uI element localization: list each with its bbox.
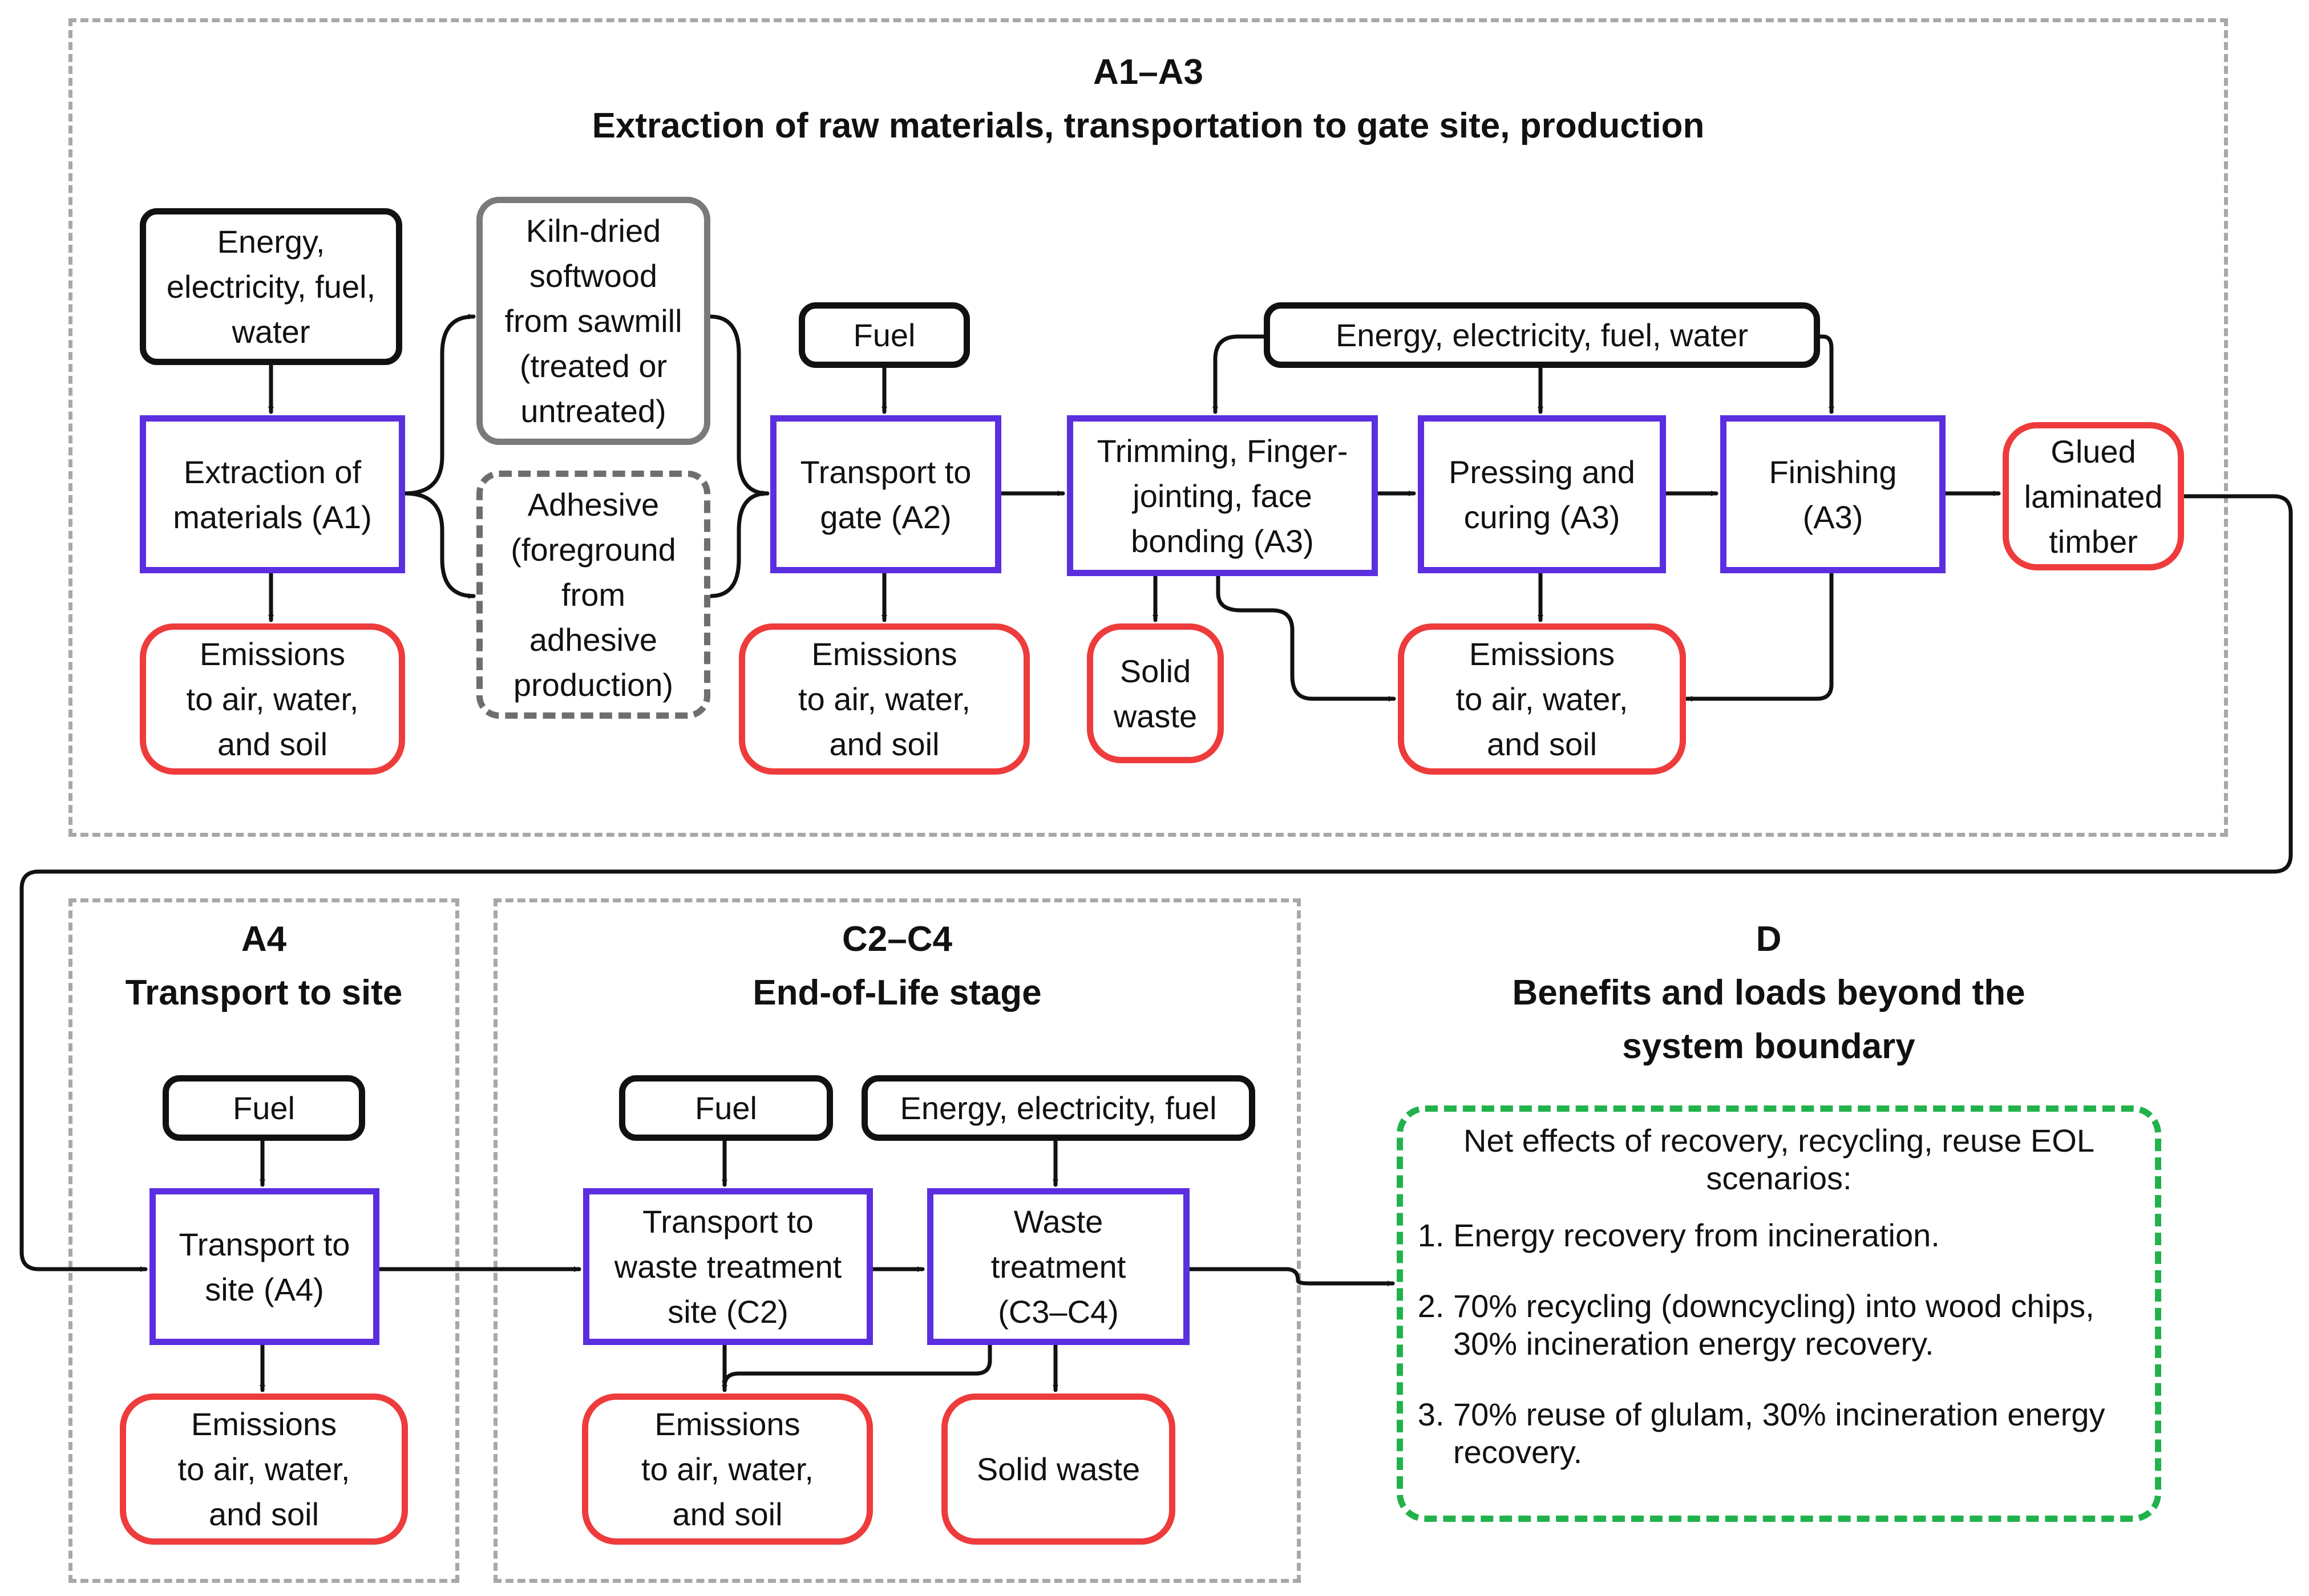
node-solid-waste-a3: Solid waste <box>1087 623 1224 763</box>
arrow-adhesive-to-transport-gate <box>708 491 770 598</box>
node-fuel-a4: Fuel <box>163 1075 365 1141</box>
node-extraction-a1: Extraction of materials (A1) <box>140 415 405 573</box>
node-energy-a1: Energy, electricity, fuel, water <box>140 208 402 365</box>
title-c2-c4: C2–C4 End-of-Life stage <box>505 913 1289 1020</box>
title-c2-c4-text: End-of-Life stage <box>753 973 1042 1012</box>
node-waste-treatment: Waste treatment (C3–C4) <box>927 1188 1190 1345</box>
node-finishing-a3: Finishing (A3) <box>1720 415 1946 573</box>
benefits-list: Energy recovery from incineration. 70% r… <box>1420 1217 2138 1471</box>
benefit-item-energy-recovery: Energy recovery from incineration. <box>1453 1217 2138 1254</box>
node-kiln-softwood: Kiln-dried softwood from sawmill (treate… <box>476 197 710 445</box>
arrow-glulam-to-transport-site <box>19 494 2293 1272</box>
arrow-energy-to-finishing <box>1818 334 1834 414</box>
title-a1-a3-code: A1–A3 <box>1093 52 1203 92</box>
node-benefits-d: Net effects of recovery, recycling, reus… <box>1397 1105 2161 1522</box>
arrow-trimming-to-emissions <box>1216 574 1396 702</box>
title-c2-c4-code: C2–C4 <box>842 919 952 959</box>
title-a4-code: A4 <box>241 919 287 959</box>
node-fuel-c2: Fuel <box>619 1075 833 1141</box>
node-emissions-c2: Emissions to air, water, and soil <box>582 1394 873 1545</box>
title-d-code: D <box>1756 919 1782 959</box>
node-emissions-a4: Emissions to air, water, and soil <box>120 1394 408 1545</box>
node-energy-a3: Energy, electricity, fuel, water <box>1264 302 1820 368</box>
arrow-energy-to-trimming <box>1212 334 1266 414</box>
frame-a1-a3 <box>68 18 2228 837</box>
benefit-item-recycling: 70% recycling (downcycling) into wood ch… <box>1453 1287 2138 1363</box>
node-emissions-a2: Emissions to air, water, and soil <box>739 623 1030 775</box>
frame-c2-c4 <box>494 898 1301 1583</box>
frame-a4 <box>68 898 459 1583</box>
arrow-kiln-to-transport-gate <box>708 314 770 496</box>
arrow-treatment-to-emissions <box>722 1343 992 1388</box>
title-a1-a3-text: Extraction of raw materials, transportat… <box>592 106 1705 145</box>
benefits-heading: Net effects of recovery, recycling, reus… <box>1463 1123 2094 1196</box>
node-trimming-a3: Trimming, Finger- jointing, face bonding… <box>1067 415 1378 576</box>
title-a4: A4 Transport to site <box>80 913 448 1020</box>
node-glulam: Glued laminated timber <box>2003 422 2184 570</box>
node-transport-waste-c2: Transport to waste treatment site (C2) <box>583 1188 873 1345</box>
node-fuel-a2: Fuel <box>799 302 970 368</box>
arrow-extraction-to-adhesive <box>403 491 476 599</box>
node-solid-waste-c: Solid waste <box>941 1394 1175 1545</box>
node-energy-c3: Energy, electricity, fuel <box>862 1075 1255 1141</box>
arrow-treatment-to-benefits <box>1187 1267 1395 1286</box>
title-a1-a3: A1–A3 Extraction of raw materials, trans… <box>228 46 2068 153</box>
arrow-finishing-to-emissions <box>1685 571 1834 702</box>
node-emissions-a1: Emissions to air, water, and soil <box>140 623 405 775</box>
node-adhesive: Adhesive (foreground from adhesive produ… <box>476 471 710 719</box>
arrow-extraction-to-kiln <box>403 314 476 496</box>
title-d-text: Benefits and loads beyond the system bou… <box>1512 973 2025 1066</box>
benefit-item-reuse: 70% reuse of glulam, 30% incineration en… <box>1453 1396 2138 1471</box>
node-transport-gate-a2: Transport to gate (A2) <box>770 415 1001 573</box>
node-emissions-a3: Emissions to air, water, and soil <box>1398 623 1686 775</box>
node-transport-site-a4: Transport to site (A4) <box>149 1188 379 1345</box>
node-pressing-a3: Pressing and curing (A3) <box>1418 415 1666 573</box>
title-a4-text: Transport to site <box>125 973 403 1012</box>
title-d: D Benefits and loads beyond the system b… <box>1449 913 2088 1074</box>
